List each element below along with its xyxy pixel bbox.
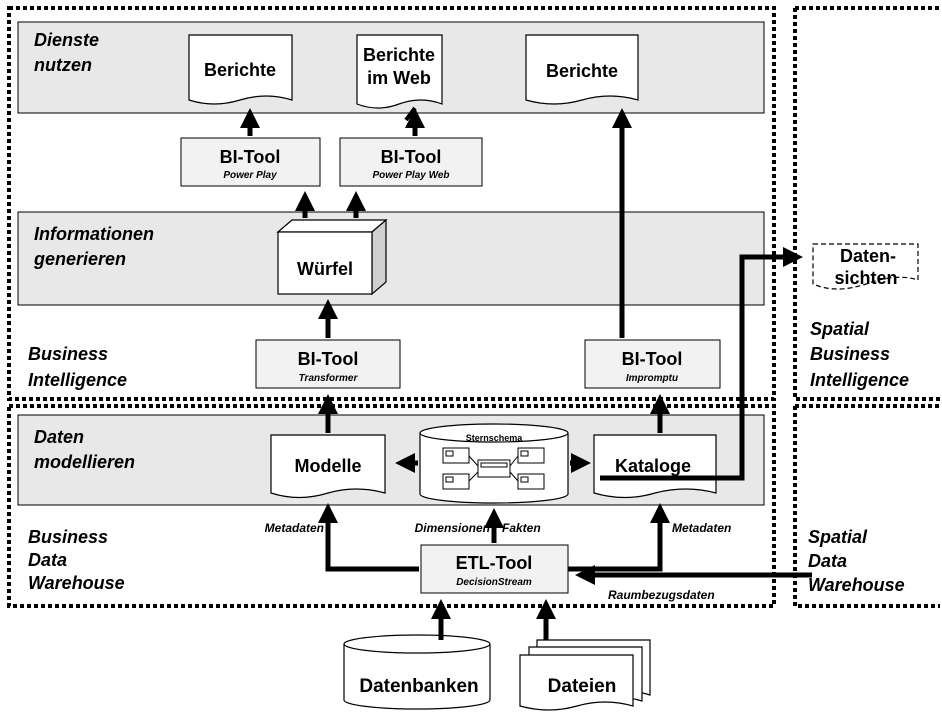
edge-label-metadaten-left: Metadaten xyxy=(265,521,324,535)
svg-text:BI-Tool: BI-Tool xyxy=(298,349,359,369)
edge-label-metadaten-right: Metadaten xyxy=(672,521,731,535)
spatial-dw-region xyxy=(793,404,940,608)
bi-tool-power-play: BI-Tool Power Play xyxy=(180,137,321,187)
business-data-warehouse-region xyxy=(7,404,776,608)
svg-text:Impromptu: Impromptu xyxy=(626,373,678,384)
informationen-generieren-band xyxy=(17,211,765,306)
svg-text:Sternschema: Sternschema xyxy=(466,433,524,443)
modelle-document: Modelle xyxy=(270,434,386,499)
bi-tool-power-play-web: BI-Tool Power Play Web xyxy=(339,137,483,187)
svg-text:Dateien: Dateien xyxy=(548,676,617,697)
dateien-stack: Dateien xyxy=(519,639,651,711)
arrow-kataloge-to-datensichten xyxy=(600,247,803,481)
wuerfel-cube: Würfel xyxy=(276,218,388,296)
svg-text:Power Play: Power Play xyxy=(223,170,277,181)
svg-text:BI-Tool: BI-Tool xyxy=(220,147,281,167)
edge-label-fakten: Fakten xyxy=(502,521,541,535)
svg-text:Würfel: Würfel xyxy=(297,259,353,279)
svg-text:Berichte: Berichte xyxy=(546,61,618,81)
arrow-etl-to-kataloge xyxy=(568,503,670,572)
bi-tool-transformer: BI-Tool Transformer xyxy=(255,339,401,389)
edge-label-dimensionen: Dimensionen xyxy=(415,521,490,535)
arrows xyxy=(240,108,812,640)
svg-text:Berichte: Berichte xyxy=(204,60,276,80)
star-schema-icon xyxy=(442,447,545,490)
svg-text:DecisionStream: DecisionStream xyxy=(456,577,532,588)
sternschema-cylinder: Sternschema xyxy=(419,423,569,504)
business-intelligence-region xyxy=(7,6,776,401)
svg-text:Kataloge: Kataloge xyxy=(615,456,691,476)
edge-label-raumbezugsdaten: Raumbezugsdaten xyxy=(608,588,715,602)
datensichten: Daten-sichten xyxy=(812,243,919,290)
svg-text:ETL-Tool: ETL-Tool xyxy=(456,553,533,573)
datenbanken-cylinder: Datenbanken xyxy=(343,634,491,710)
kataloge-document: Kataloge xyxy=(593,434,717,499)
report-berichte-3: Berichte xyxy=(525,34,639,105)
arrow-etl-to-modelle xyxy=(318,503,419,572)
region-borders xyxy=(7,6,940,608)
svg-text:Transformer: Transformer xyxy=(299,373,359,384)
svg-text:BI-Tool: BI-Tool xyxy=(381,147,442,167)
arrow-web-tail xyxy=(404,106,417,122)
spatial-bi-region xyxy=(793,6,940,401)
svg-text:Power Play Web: Power Play Web xyxy=(372,170,449,181)
bi-tool-impromptu: BI-Tool Impromptu xyxy=(584,339,721,389)
etl-tool: ETL-Tool DecisionStream xyxy=(420,544,569,594)
svg-text:Daten-sichten: Daten-sichten xyxy=(834,246,897,288)
svg-text:Datenbanken: Datenbanken xyxy=(359,676,478,697)
svg-text:BI-Tool: BI-Tool xyxy=(622,349,683,369)
report-berichte-1: Berichte xyxy=(188,34,293,105)
svg-text:Modelle: Modelle xyxy=(294,456,361,476)
